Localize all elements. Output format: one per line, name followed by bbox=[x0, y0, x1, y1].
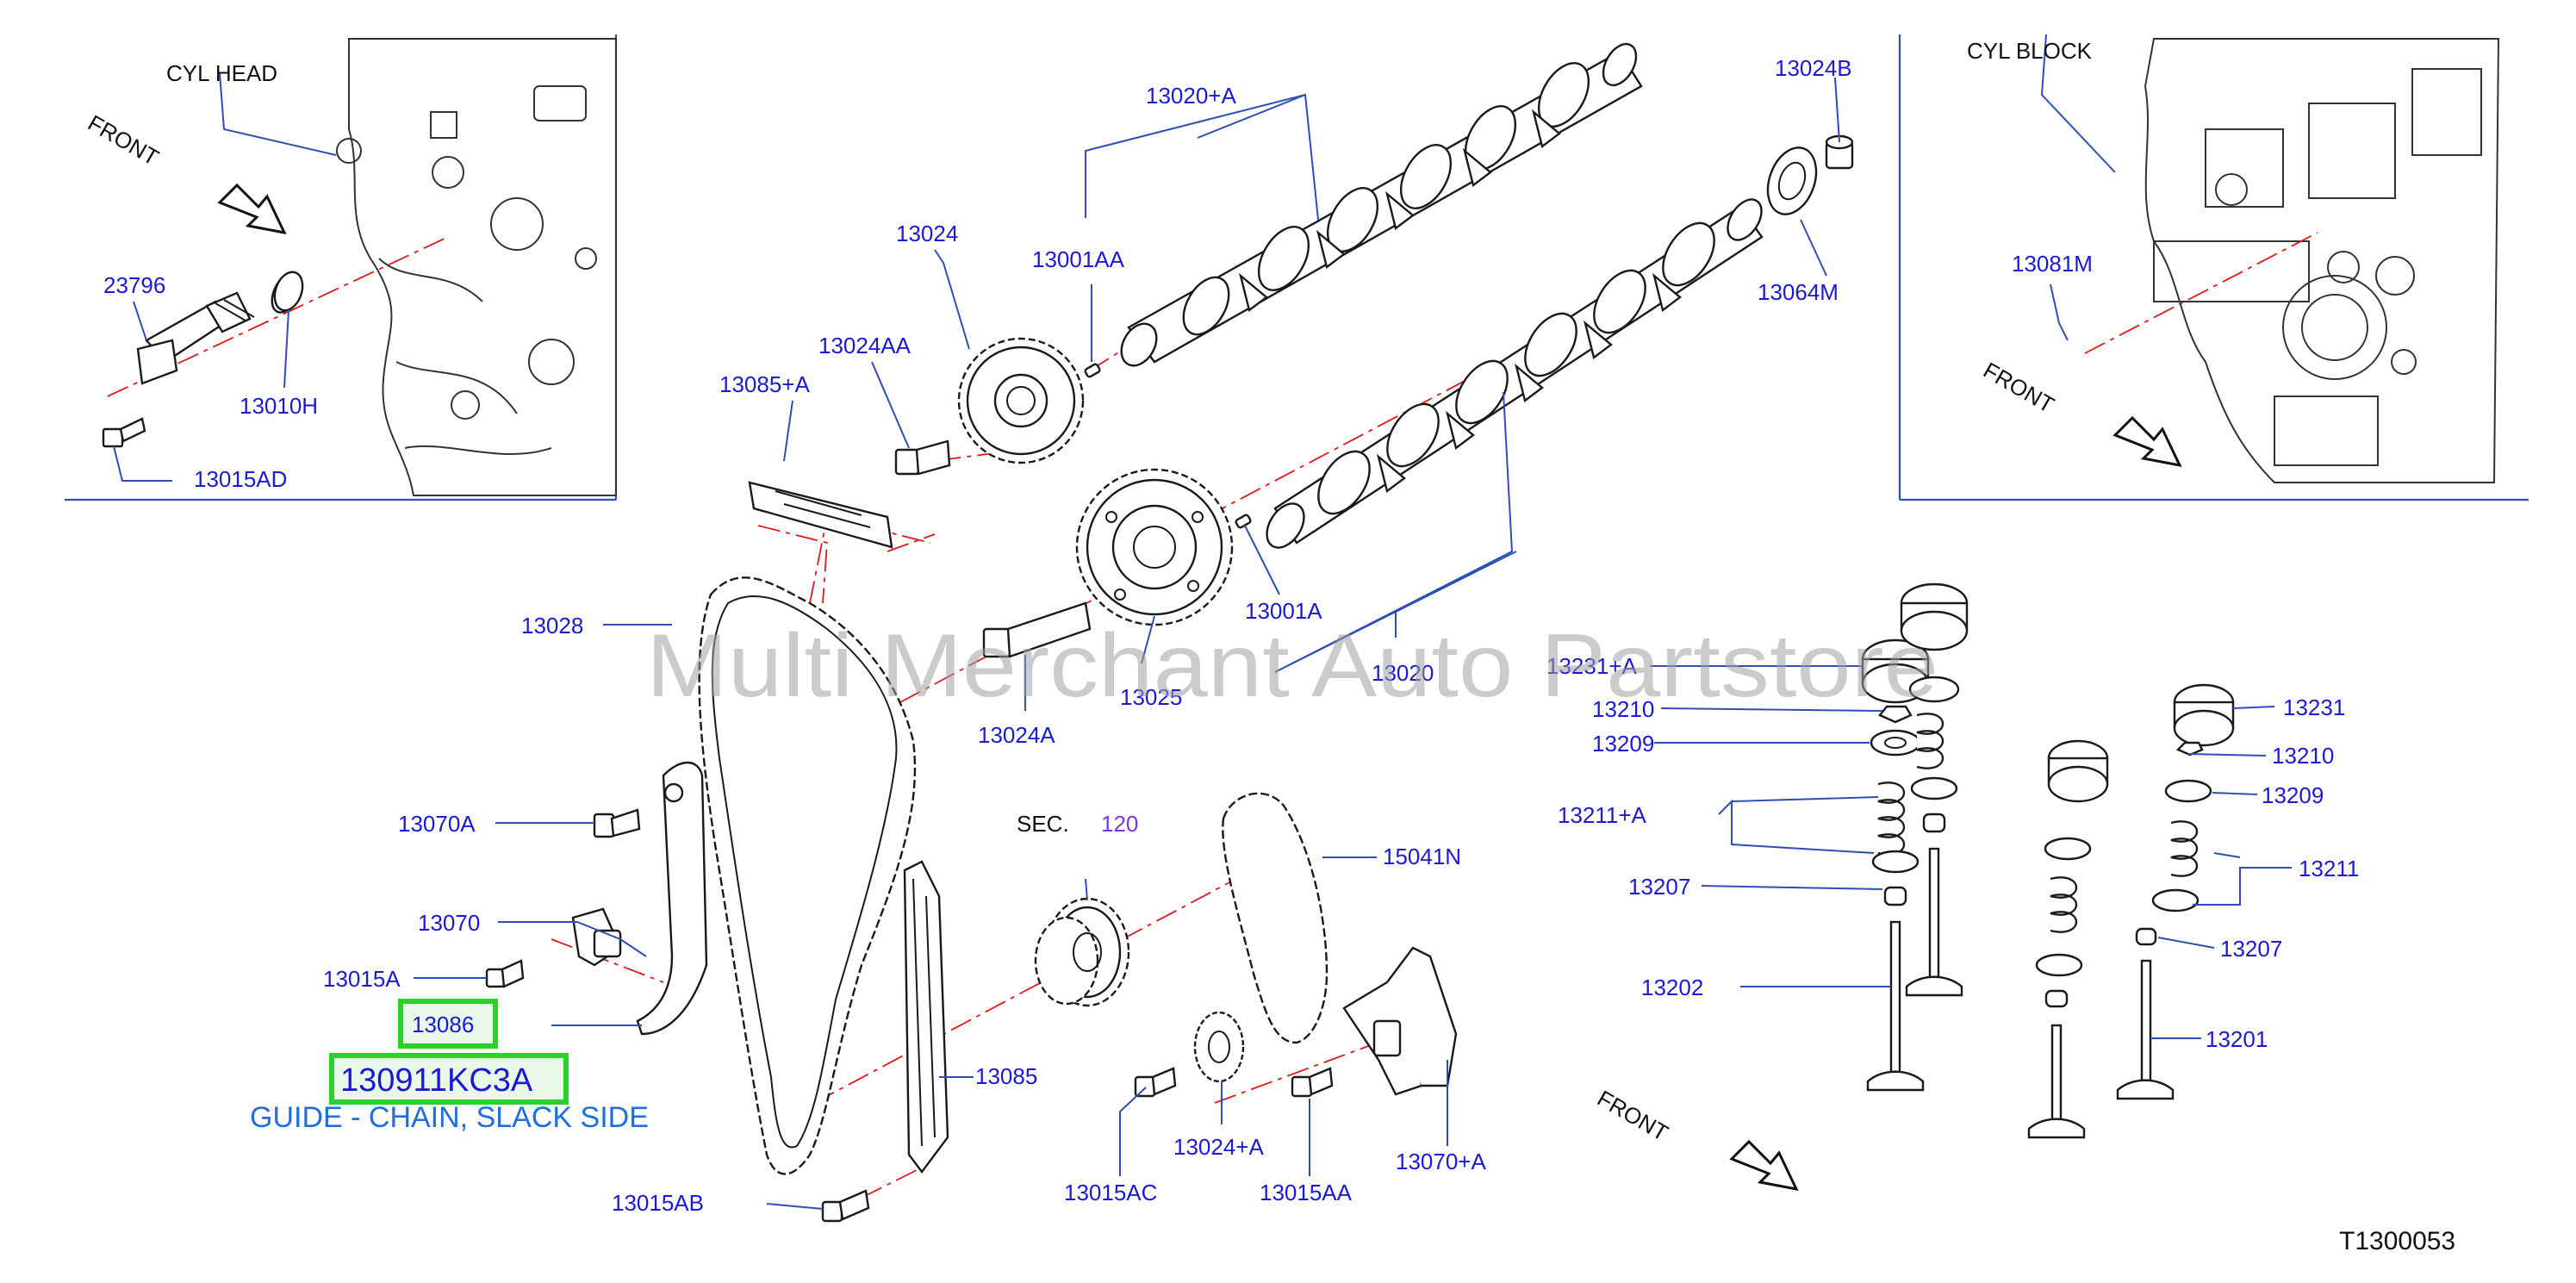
callout-label[interactable]: 13010H bbox=[240, 393, 318, 419]
callout-label[interactable]: 13015A bbox=[323, 966, 401, 992]
selected-partno-highlight bbox=[329, 1053, 569, 1105]
front-arrow-right bbox=[2112, 415, 2182, 468]
selected-part-description: GUIDE - CHAIN, SLACK SIDE bbox=[250, 1101, 649, 1134]
callout-label[interactable]: 13070 bbox=[418, 910, 480, 936]
vtc-sprocket-13025 bbox=[1075, 468, 1234, 626]
callout-label[interactable]: 13001A bbox=[1245, 598, 1322, 624]
slack-guide-13086 bbox=[636, 761, 708, 1036]
leader-lines bbox=[113, 34, 2292, 1210]
o-ring-13010h bbox=[273, 271, 304, 312]
signal-plate-13064m bbox=[1766, 146, 1818, 215]
bolt-13015ac bbox=[1134, 1067, 1177, 1098]
callout-label[interactable]: 23796 bbox=[103, 272, 165, 298]
selected-callout[interactable]: 13086 bbox=[412, 1012, 474, 1037]
valve-train-right bbox=[2027, 683, 2235, 1139]
callout-label[interactable]: 13020+A bbox=[1146, 83, 1236, 109]
callout-label[interactable]: 13209 bbox=[2262, 782, 2324, 808]
callout-label[interactable]: 13024+A bbox=[1173, 1134, 1264, 1160]
front-label-bottom: FRONT bbox=[1593, 1085, 1673, 1146]
callout-label[interactable]: 13024AA bbox=[818, 333, 912, 358]
oil-pump-sprocket-13024-a bbox=[1193, 1011, 1245, 1083]
bolt-13024a bbox=[982, 601, 1092, 658]
callout-label[interactable]: 13231+A bbox=[1546, 653, 1637, 679]
front-arrow-left bbox=[217, 183, 287, 235]
callout-label[interactable]: 13028 bbox=[521, 613, 583, 638]
bolt-13015ad bbox=[102, 417, 146, 448]
callout-label[interactable]: 13081M bbox=[2012, 251, 2093, 277]
sec-label: SEC. bbox=[1017, 811, 1069, 837]
drawing-code: T1300053 bbox=[2339, 1227, 2455, 1255]
callout-label[interactable]: 15041N bbox=[1383, 844, 1461, 869]
callout-label[interactable]: 13024A bbox=[978, 722, 1055, 748]
callout-label[interactable]: 13085+A bbox=[719, 371, 810, 397]
front-label-left: FRONT bbox=[84, 109, 164, 171]
front-arrow-bottom bbox=[1729, 1139, 1799, 1192]
callout-label[interactable]: 13024 bbox=[896, 221, 958, 246]
selected-callout-highlight bbox=[398, 999, 498, 1049]
valve-train-middle bbox=[1900, 582, 1969, 997]
bolt-13024aa bbox=[894, 439, 951, 476]
callout-label[interactable]: 13020 bbox=[1372, 660, 1434, 686]
front-label-right: FRONT bbox=[1979, 357, 2059, 418]
cam-sprocket-13024 bbox=[957, 337, 1085, 464]
callout-label[interactable]: 13015AD bbox=[194, 466, 287, 492]
camshaft-lower-13020 bbox=[1266, 198, 1764, 549]
callout-label[interactable]: 13202 bbox=[1641, 975, 1703, 1000]
selected-part-number[interactable]: 130911KC3A bbox=[340, 1062, 533, 1099]
sec-ref-label: 120 bbox=[1101, 811, 1138, 837]
callout-label[interactable]: 13207 bbox=[2220, 936, 2282, 962]
cyl-head-label: CYL HEAD bbox=[166, 60, 277, 86]
plug-13024b bbox=[1825, 134, 1854, 170]
watermark: Multi Merchant Auto Partstore bbox=[646, 616, 1938, 716]
callout-label[interactable]: 13085 bbox=[975, 1063, 1037, 1089]
callout-label[interactable]: 13207 bbox=[1628, 874, 1690, 900]
selected-part: 13086 130911KC3A GUIDE - CHAIN, SLACK SI… bbox=[250, 1012, 649, 1134]
bolt-13015ab bbox=[821, 1189, 870, 1223]
cyl-block-label: CYL BLOCK bbox=[1967, 38, 2093, 64]
timing-chain-13028 bbox=[698, 576, 917, 1175]
chain-guide-13085 bbox=[903, 860, 949, 1174]
callout-label[interactable]: 13015AC bbox=[1064, 1180, 1157, 1205]
oil-pump-chain-15041n bbox=[1222, 792, 1328, 1044]
callout-label[interactable]: 13231 bbox=[2283, 694, 2345, 720]
callout-label[interactable]: 13070A bbox=[398, 811, 476, 837]
bolt-13015a bbox=[485, 959, 525, 988]
callout-label[interactable]: 13210 bbox=[1592, 696, 1654, 722]
callout-label[interactable]: 13024B bbox=[1775, 55, 1852, 81]
camshaft-upper-13020-a bbox=[1120, 42, 1643, 367]
callout-label[interactable]: 13070+A bbox=[1396, 1149, 1486, 1174]
callout-label[interactable]: 13211 bbox=[2299, 856, 2359, 881]
callout-label[interactable]: 13201 bbox=[2206, 1026, 2268, 1052]
cyl-head-inset bbox=[65, 34, 618, 501]
callout-label[interactable]: 13210 bbox=[2272, 743, 2334, 769]
callout-label[interactable]: 13209 bbox=[1592, 731, 1654, 757]
callout-label[interactable]: 13015AA bbox=[1260, 1180, 1353, 1205]
callout-label[interactable]: 13015AB bbox=[612, 1190, 704, 1216]
cyl-block-inset bbox=[1898, 34, 2529, 501]
bolt-13015aa bbox=[1291, 1067, 1334, 1098]
crank-sprocket bbox=[1034, 897, 1130, 1007]
callout-label[interactable]: 13211+A bbox=[1558, 802, 1647, 828]
callout-label[interactable]: 13025 bbox=[1120, 684, 1182, 710]
guide-13085-a bbox=[748, 481, 936, 604]
tensioner-13070-a bbox=[1342, 946, 1458, 1096]
valve-train-left bbox=[1861, 638, 1930, 1092]
callout-label[interactable]: 13001AA bbox=[1032, 246, 1125, 272]
bolt-13070a bbox=[593, 808, 641, 838]
callout-labels: 23796 13010H 13015AD 13020+A 13024 13001… bbox=[103, 55, 2359, 1216]
callout-label[interactable]: 13064M bbox=[1758, 279, 1839, 305]
dowel-pins bbox=[1084, 363, 1252, 529]
